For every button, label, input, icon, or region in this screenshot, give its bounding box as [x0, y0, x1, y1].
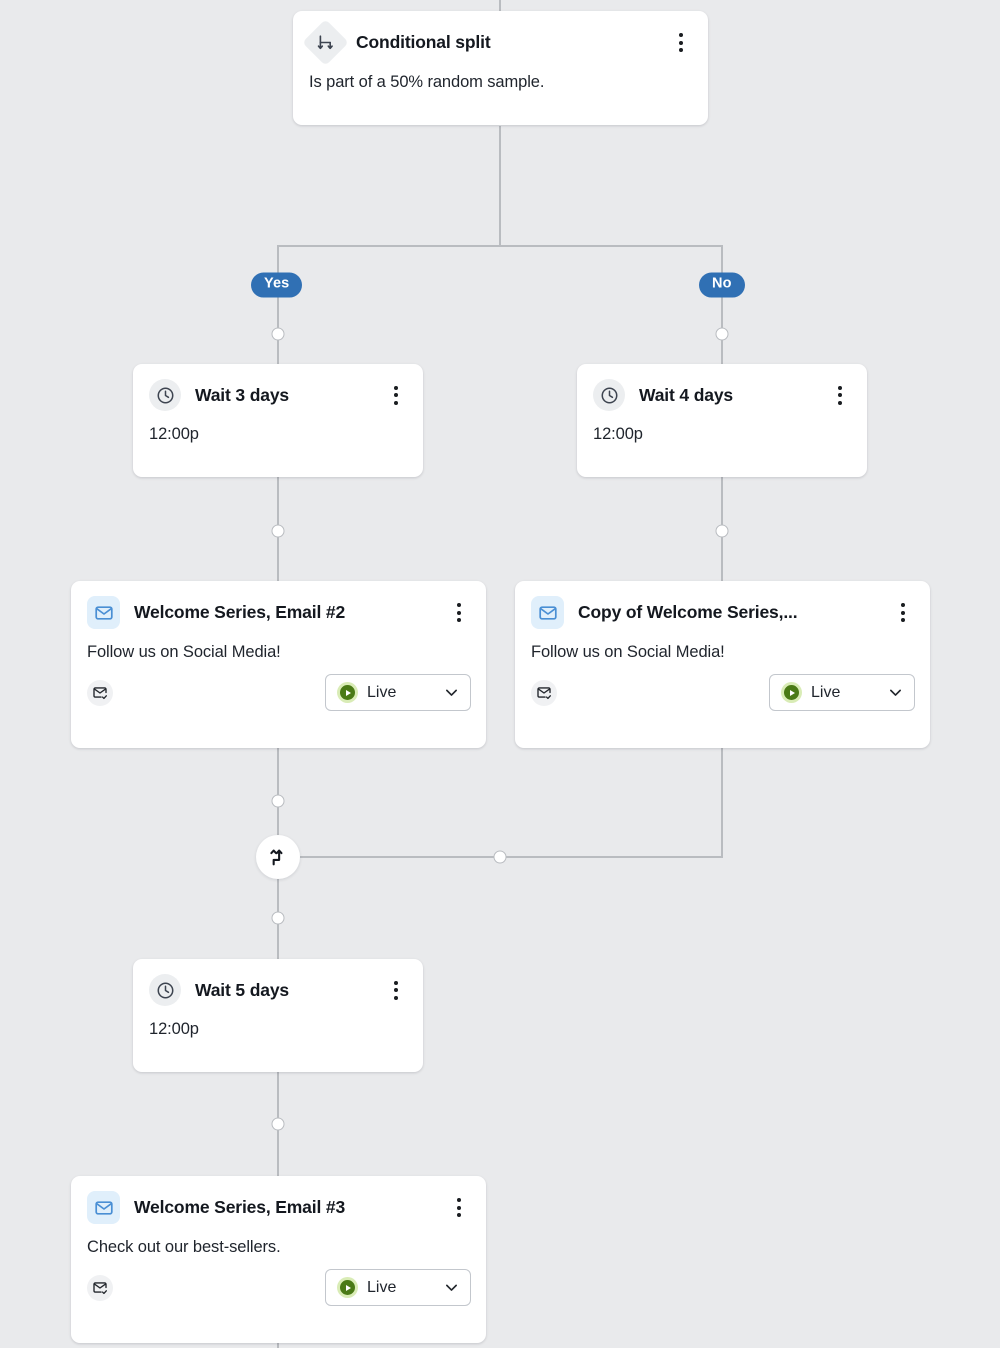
connector-email2-to-merge — [277, 748, 279, 838]
connector-branch-bar — [278, 245, 723, 247]
card-header: Wait 4 days — [577, 364, 867, 411]
node-body: 12:00p — [593, 425, 643, 443]
node-title: Wait 3 days — [195, 384, 289, 405]
mail-check-icon — [87, 1274, 113, 1301]
more-options-icon[interactable] — [385, 977, 407, 1003]
connector-dot[interactable] — [271, 1117, 285, 1131]
status-dropdown[interactable]: Live — [325, 1269, 471, 1306]
clock-icon — [149, 379, 181, 411]
more-options-icon[interactable] — [670, 30, 692, 56]
node-body: Is part of a 50% random sample. — [309, 73, 545, 91]
connector-split-stem — [499, 126, 501, 246]
node-body: 12:00p — [149, 425, 199, 443]
card-header: Wait 5 days — [133, 959, 423, 1006]
more-options-icon[interactable] — [448, 600, 470, 626]
connector-dot[interactable] — [271, 794, 285, 808]
connector-no-down — [721, 245, 723, 364]
node-email-copy-welcome[interactable]: Copy of Welcome Series,... Follow us on … — [515, 581, 930, 748]
node-title: Wait 5 days — [195, 979, 289, 1000]
more-options-icon[interactable] — [829, 382, 851, 408]
node-title: Wait 4 days — [639, 384, 733, 405]
node-wait-4-days[interactable]: Wait 4 days 12:00p — [577, 364, 867, 477]
merge-paths-icon — [269, 849, 282, 865]
connector-dot[interactable] — [493, 850, 507, 864]
card-footer: Live — [71, 1257, 486, 1322]
chevron-down-icon — [890, 689, 901, 696]
connector-yes-down — [277, 245, 279, 364]
node-title: Welcome Series, Email #2 — [134, 602, 346, 622]
node-email-welcome-2[interactable]: Welcome Series, Email #2 Follow us on So… — [71, 581, 486, 748]
node-title: Copy of Welcome Series,... — [578, 602, 798, 622]
status-label: Live — [811, 683, 841, 701]
status-label: Live — [367, 1278, 397, 1296]
connector-incoming-top — [499, 0, 501, 12]
node-merge-paths[interactable] — [256, 835, 300, 879]
mail-icon — [531, 596, 564, 629]
connector-outgoing-bottom — [277, 1342, 279, 1348]
node-title: Welcome Series, Email #3 — [134, 1197, 346, 1217]
live-status-icon — [337, 682, 358, 703]
live-status-icon — [337, 1277, 358, 1298]
status-dropdown[interactable]: Live — [769, 674, 915, 711]
connector-dot[interactable] — [271, 327, 285, 341]
mail-icon — [87, 1191, 120, 1224]
split-icon — [302, 19, 349, 66]
connector-dot[interactable] — [271, 524, 285, 538]
node-wait-3-days[interactable]: Wait 3 days 12:00p — [133, 364, 423, 477]
clock-icon — [149, 974, 181, 1006]
node-body: Check out our best-sellers. — [87, 1238, 281, 1256]
card-footer: Live — [71, 662, 486, 727]
status-label: Live — [367, 683, 397, 701]
card-header: Conditional split — [293, 11, 708, 66]
live-status-icon — [781, 682, 802, 703]
chevron-down-icon — [446, 1284, 457, 1291]
more-options-icon[interactable] — [892, 600, 914, 626]
card-header: Wait 3 days — [133, 364, 423, 411]
node-conditional-split[interactable]: Conditional split Is part of a 50% rando… — [293, 11, 708, 125]
more-options-icon[interactable] — [385, 382, 407, 408]
node-body: Follow us on Social Media! — [87, 643, 281, 661]
card-header: Copy of Welcome Series,... — [515, 581, 930, 629]
card-header: Welcome Series, Email #2 — [71, 581, 486, 629]
mail-icon — [87, 596, 120, 629]
connector-dot[interactable] — [271, 911, 285, 925]
branch-label-yes[interactable]: Yes — [251, 272, 303, 298]
mail-check-icon — [531, 679, 557, 706]
more-options-icon[interactable] — [448, 1195, 470, 1221]
node-body: 12:00p — [149, 1020, 199, 1038]
mail-check-icon — [87, 679, 113, 706]
node-body: Follow us on Social Media! — [531, 643, 725, 661]
node-email-welcome-3[interactable]: Welcome Series, Email #3 Check out our b… — [71, 1176, 486, 1343]
card-footer: Live — [515, 662, 930, 727]
node-wait-5-days[interactable]: Wait 5 days 12:00p — [133, 959, 423, 1072]
chevron-down-icon — [446, 689, 457, 696]
connector-emailcopy-down — [721, 748, 723, 858]
node-title: Conditional split — [356, 32, 491, 52]
connector-dot[interactable] — [715, 524, 729, 538]
branch-label-no[interactable]: No — [699, 272, 745, 298]
status-dropdown[interactable]: Live — [325, 674, 471, 711]
card-header: Welcome Series, Email #3 — [71, 1176, 486, 1224]
connector-dot[interactable] — [715, 327, 729, 341]
clock-icon — [593, 379, 625, 411]
